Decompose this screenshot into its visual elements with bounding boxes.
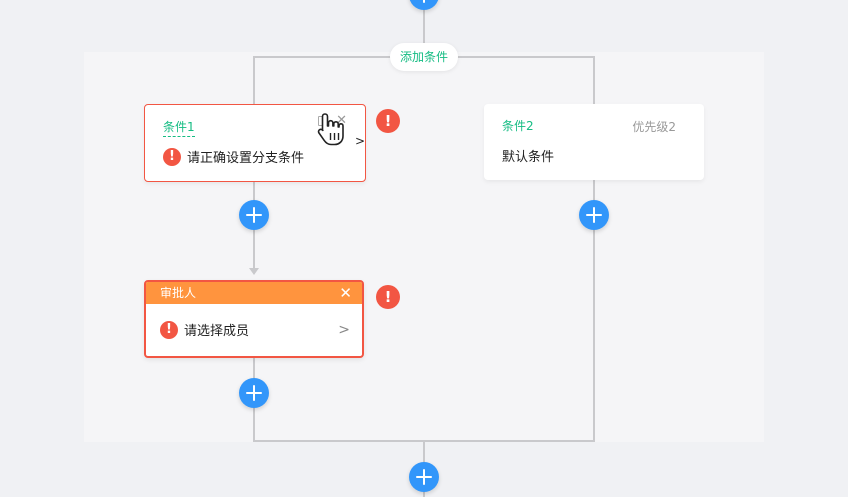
approver-error-icon: !	[376, 285, 400, 309]
condition-error-line: ! 请正确设置分支条件	[163, 147, 304, 166]
connector-right-drop	[593, 56, 595, 106]
condition-title-2[interactable]: 条件2	[502, 119, 534, 133]
condition-1-error-icon: !	[376, 109, 400, 133]
approver-placeholder: 请选择成员	[184, 324, 250, 339]
condition-error-text: 请正确设置分支条件	[187, 151, 305, 166]
add-condition-button[interactable]: 添加条件	[390, 43, 458, 71]
connector-left-drop	[253, 56, 255, 106]
add-node-button-after-approver[interactable]	[239, 378, 269, 408]
close-icon[interactable]: ✕	[339, 284, 352, 302]
add-node-button-branch-2[interactable]	[579, 200, 609, 230]
add-node-button-top[interactable]	[409, 0, 439, 10]
condition-content-2: 默认条件	[502, 150, 555, 165]
add-node-button-bottom[interactable]	[409, 462, 439, 492]
condition-card-2[interactable]: 条件2 优先级2 默认条件	[484, 104, 704, 180]
error-icon: !	[163, 147, 181, 166]
hand-cursor-icon	[317, 113, 344, 146]
close-icon[interactable]: ✕	[336, 113, 347, 128]
error-icon: !	[160, 320, 178, 339]
connector-top-in	[423, 0, 425, 44]
approver-title: 审批人	[160, 286, 197, 300]
expand-arrow-icon[interactable]: >	[355, 134, 366, 148]
approver-node[interactable]: 审批人 ✕ ! 请选择成员 >	[144, 280, 364, 358]
chevron-right-icon: >	[338, 321, 350, 338]
condition-title-1[interactable]: 条件1	[163, 118, 195, 137]
approver-header: 审批人 ✕	[146, 282, 362, 304]
connector-right-full	[593, 180, 595, 442]
approver-body[interactable]: ! 请选择成员 >	[160, 320, 350, 339]
add-node-button-branch-1[interactable]	[239, 200, 269, 230]
condition-priority-2: 优先级2	[632, 120, 676, 134]
arrow-down-icon	[249, 268, 259, 275]
